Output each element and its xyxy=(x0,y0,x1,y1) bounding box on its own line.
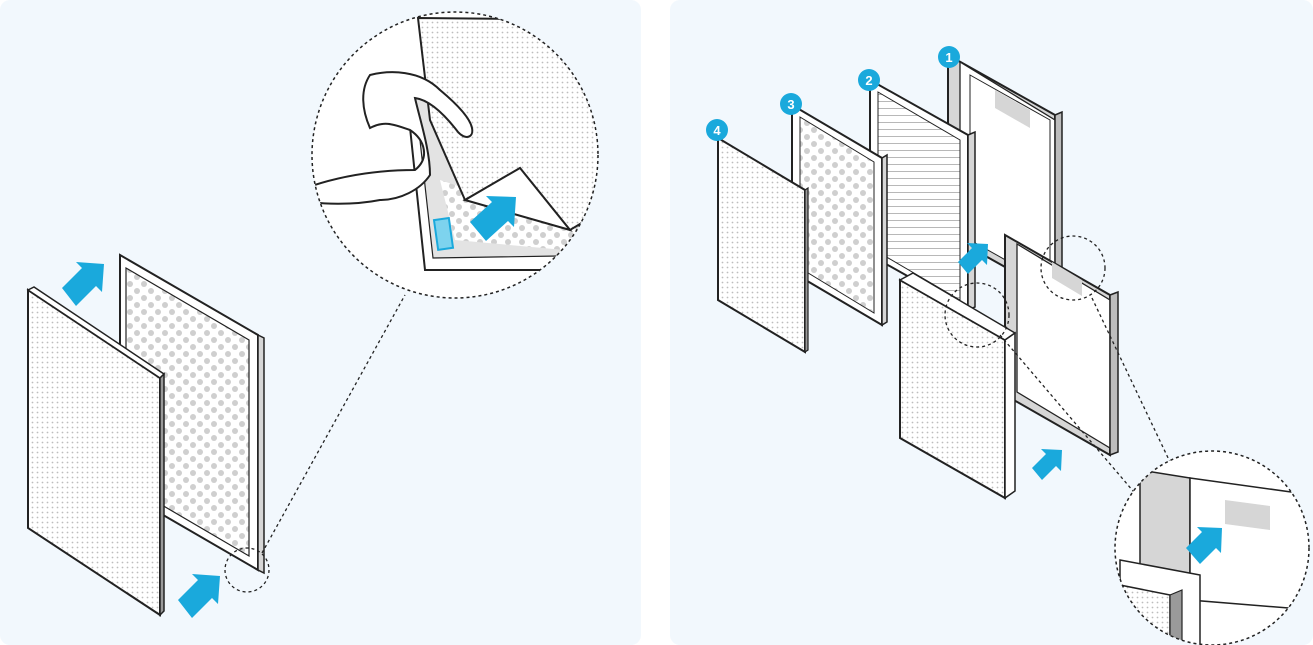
filter-housing-bottom xyxy=(1004,233,1119,457)
detail-circle xyxy=(944,282,1010,348)
detail-circle xyxy=(1040,235,1106,301)
left-diagram-panel xyxy=(0,0,641,645)
arrow-icon xyxy=(1186,527,1222,564)
arrow-icon xyxy=(62,262,104,306)
svg-text:2: 2 xyxy=(865,73,872,88)
magnifier-icon xyxy=(311,11,599,299)
right-diagram-panel: 1 2 3 4 xyxy=(670,0,1313,645)
arrow-icon xyxy=(178,574,220,618)
hand-icon xyxy=(312,71,474,205)
right-diagram: 1 2 3 4 xyxy=(706,46,1310,645)
svg-text:3: 3 xyxy=(787,97,794,112)
label-tag-icon xyxy=(432,216,455,251)
magnifier-icon xyxy=(1114,450,1310,645)
svg-text:1: 1 xyxy=(945,50,952,65)
filter-housing-top xyxy=(947,53,1063,297)
left-diagram xyxy=(26,11,599,618)
step-badge-1: 1 xyxy=(938,46,960,68)
arrow-icon xyxy=(958,243,988,274)
detail-circle xyxy=(224,547,270,593)
arrow-icon xyxy=(1032,449,1062,480)
svg-text:4: 4 xyxy=(713,123,721,138)
pre-filter-sheet xyxy=(26,286,166,617)
assembled-filter-block xyxy=(898,272,1017,500)
step-badge-3: 3 xyxy=(780,93,802,115)
step-badge-4: 4 xyxy=(706,119,728,141)
step-badge-2: 2 xyxy=(858,69,880,91)
arrow-icon xyxy=(470,196,516,241)
pre-filter-sheet xyxy=(717,136,809,354)
carbon-filter-frame xyxy=(791,103,888,327)
